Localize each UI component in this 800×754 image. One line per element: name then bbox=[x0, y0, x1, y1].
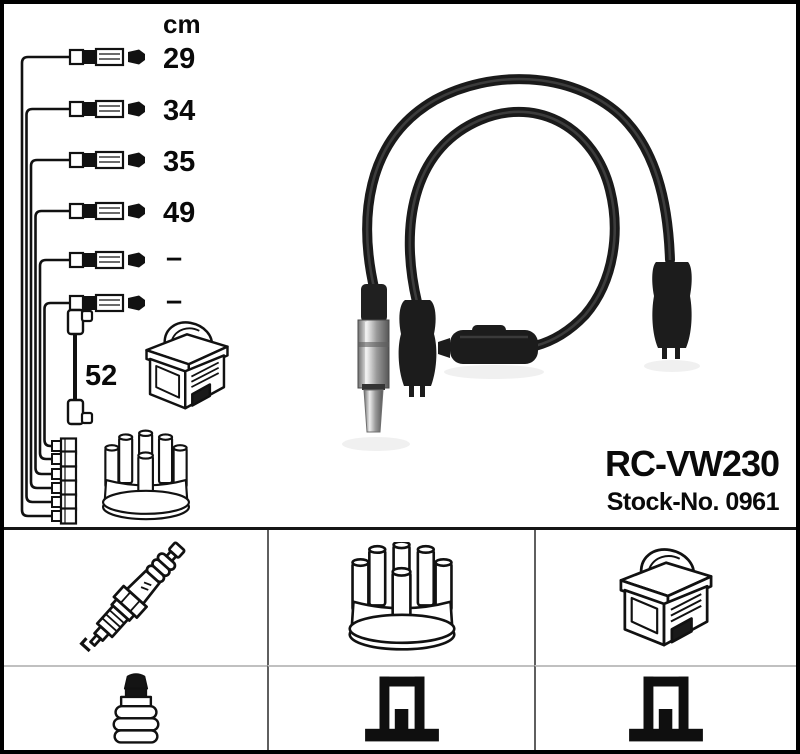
rubber-boot-connector bbox=[398, 300, 437, 397]
stock-number-line: Stock-No. 0961 bbox=[605, 488, 780, 516]
distributor-cap-icon bbox=[347, 541, 456, 651]
cable-length-label: – bbox=[166, 242, 182, 274]
din-connector-icon bbox=[364, 676, 439, 741]
cable-length-label: 49 bbox=[163, 197, 195, 229]
metal-plug-connector bbox=[357, 284, 390, 433]
cable-length-label: 35 bbox=[163, 146, 195, 178]
stock-number-value: 0961 bbox=[725, 488, 779, 516]
spark-plug-icon bbox=[74, 533, 193, 661]
plug-terminal-nut-icon bbox=[112, 672, 159, 744]
cable-length-label: – bbox=[166, 285, 182, 317]
coil-wire-diagram bbox=[66, 308, 94, 426]
stock-number-label: Stock-No. bbox=[606, 488, 720, 516]
cell-ignition-coil bbox=[534, 530, 796, 665]
cable-length-diagram bbox=[20, 55, 70, 518]
ignition-coil-icon bbox=[619, 547, 713, 646]
din-connector-icon bbox=[629, 676, 703, 741]
measurement-unit-label: cm bbox=[163, 9, 201, 39]
diagram-area: cm 29 34 35 49 – – 52 bbox=[20, 9, 700, 525]
product-code-block: RC-VW230 Stock-No. 0961 bbox=[604, 443, 780, 516]
product-code: RC-VW230 bbox=[604, 443, 780, 484]
terminal-bundle bbox=[50, 437, 78, 525]
straight-boot-connector bbox=[438, 325, 538, 364]
cell-din-connector-1 bbox=[267, 665, 534, 750]
ignition-coil-drawing bbox=[145, 321, 229, 410]
distributor-cap-drawing bbox=[101, 429, 191, 521]
cell-distributor-cap bbox=[267, 530, 534, 665]
cell-spark-plug bbox=[4, 530, 267, 665]
component-legend-grid bbox=[4, 527, 796, 750]
cable-length-label: 29 bbox=[163, 43, 195, 75]
cell-din-connector-2 bbox=[534, 665, 796, 750]
cable-length-label: 34 bbox=[163, 95, 195, 127]
cable-set-photo bbox=[342, 74, 700, 451]
cell-terminal-nut bbox=[4, 665, 267, 750]
coil-wire-length-label: 52 bbox=[85, 360, 117, 392]
coil-boot-connector bbox=[652, 262, 692, 359]
cable-connectors bbox=[68, 47, 147, 313]
